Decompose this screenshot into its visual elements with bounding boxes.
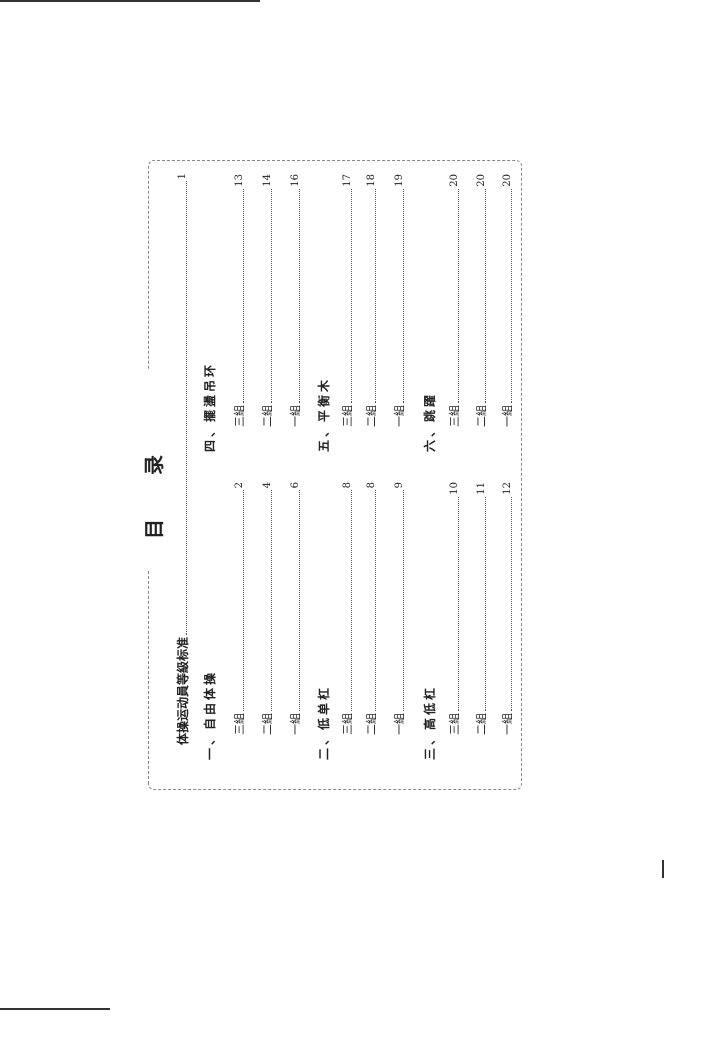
leader-dots	[368, 188, 376, 403]
toc-label: 三組	[341, 713, 354, 735]
toc-page-number: 14	[262, 174, 273, 187]
toc-label: 三組	[233, 713, 246, 735]
toc-page-number: 13	[234, 174, 245, 187]
leader-dots	[292, 490, 300, 711]
toc-section-heading[interactable]: 三、高低杠	[423, 684, 437, 760]
toc-label: 一組	[501, 713, 514, 735]
leader-dots	[451, 496, 459, 711]
toc-label: 二組	[475, 405, 488, 427]
toc-page-number: 8	[342, 482, 353, 489]
toc-label: 二組	[261, 713, 274, 735]
leader-dots	[396, 188, 404, 403]
toc-entry[interactable]: 二組 8	[365, 482, 379, 735]
toc-page-number: 10	[449, 482, 460, 495]
toc-label: 三組	[448, 713, 461, 735]
toc-page-number: 6	[290, 482, 301, 489]
leader-dots	[292, 188, 300, 403]
toc-page-number: 20	[476, 174, 487, 187]
toc-page-number: 17	[342, 174, 353, 187]
toc-entry-intro[interactable]: 体操运动員等級标准 1	[176, 173, 190, 745]
toc-section-heading[interactable]: 一、自由体操	[203, 669, 217, 760]
toc-entry[interactable]: 二組 14	[261, 174, 275, 427]
toc-label: 二組	[365, 405, 378, 427]
toc-label: 三組	[448, 405, 461, 427]
toc-entry[interactable]: 一組 19	[393, 174, 407, 427]
toc-entry[interactable]: 三組 17	[341, 174, 355, 427]
toc-entry[interactable]: 三組 13	[233, 174, 247, 427]
toc-label: 一組	[289, 405, 302, 427]
toc-entry[interactable]: 二組 20	[475, 174, 489, 427]
toc-label: 二組	[261, 405, 274, 427]
toc-label: 三組	[341, 405, 354, 427]
toc-section-heading[interactable]: 二、低单杠	[317, 684, 331, 760]
leader-dots	[451, 188, 459, 403]
toc-page-number: 18	[366, 174, 377, 187]
toc-label: 一組	[393, 405, 406, 427]
scan-edge	[0, 1008, 110, 1010]
toc-label: 一組	[393, 713, 406, 735]
toc-label: 二組	[365, 713, 378, 735]
toc-label: 一組	[289, 713, 302, 735]
page-title: 目录	[142, 411, 166, 539]
toc-entry[interactable]: 三組 8	[341, 482, 355, 735]
toc-entry[interactable]: 二組 18	[365, 174, 379, 427]
leader-dots	[264, 188, 272, 403]
toc-label: 三組	[233, 405, 246, 427]
toc-page-number: 12	[502, 482, 513, 495]
leader-dots	[478, 188, 486, 403]
toc-page-number: 4	[262, 482, 273, 489]
toc-label: 一組	[501, 405, 514, 427]
toc-section-heading[interactable]: 六、跳躍	[423, 391, 437, 452]
toc-entry[interactable]: 三組 10	[448, 482, 462, 735]
leader-dots	[344, 188, 352, 403]
leader-dots	[478, 496, 486, 711]
toc-label: 二組	[475, 713, 488, 735]
leader-dots	[344, 490, 352, 711]
leader-dots	[396, 490, 404, 711]
leader-dots	[236, 490, 244, 711]
toc-page-number: 9	[394, 482, 405, 489]
toc-section-heading[interactable]: 五、平衡木	[317, 376, 331, 452]
toc-entry[interactable]: 一組 6	[289, 482, 303, 735]
toc-entry[interactable]: 一組 12	[501, 482, 515, 735]
leader-dots	[179, 181, 187, 635]
leader-dots	[504, 188, 512, 403]
toc-label: 体操运动員等級标准	[176, 636, 190, 745]
leader-dots	[264, 490, 272, 711]
toc-entry[interactable]: 一組 16	[289, 174, 303, 427]
scan-mark	[662, 860, 664, 878]
leader-dots	[368, 490, 376, 711]
toc-entry[interactable]: 三組 20	[448, 174, 462, 427]
toc-page-number: 20	[502, 174, 513, 187]
leader-dots	[236, 188, 244, 403]
toc-section-heading[interactable]: 四、擺盪吊环	[203, 361, 217, 452]
toc-page-number: 20	[449, 174, 460, 187]
toc-page-number: 8	[366, 482, 377, 489]
toc-page-number: 11	[476, 482, 487, 495]
scan-edge	[0, 0, 260, 2]
toc-entry[interactable]: 二組 4	[261, 482, 275, 735]
toc-page-number: 1	[177, 173, 188, 180]
toc-page-number: 2	[234, 482, 245, 489]
toc-page-number: 16	[290, 174, 301, 187]
leader-dots	[504, 496, 512, 711]
toc-entry[interactable]: 一組 20	[501, 174, 515, 427]
toc-entry[interactable]: 三組 2	[233, 482, 247, 735]
toc-entry[interactable]: 二組 11	[475, 482, 489, 735]
toc-page-number: 19	[394, 174, 405, 187]
toc-entry[interactable]: 一組 9	[393, 482, 407, 735]
